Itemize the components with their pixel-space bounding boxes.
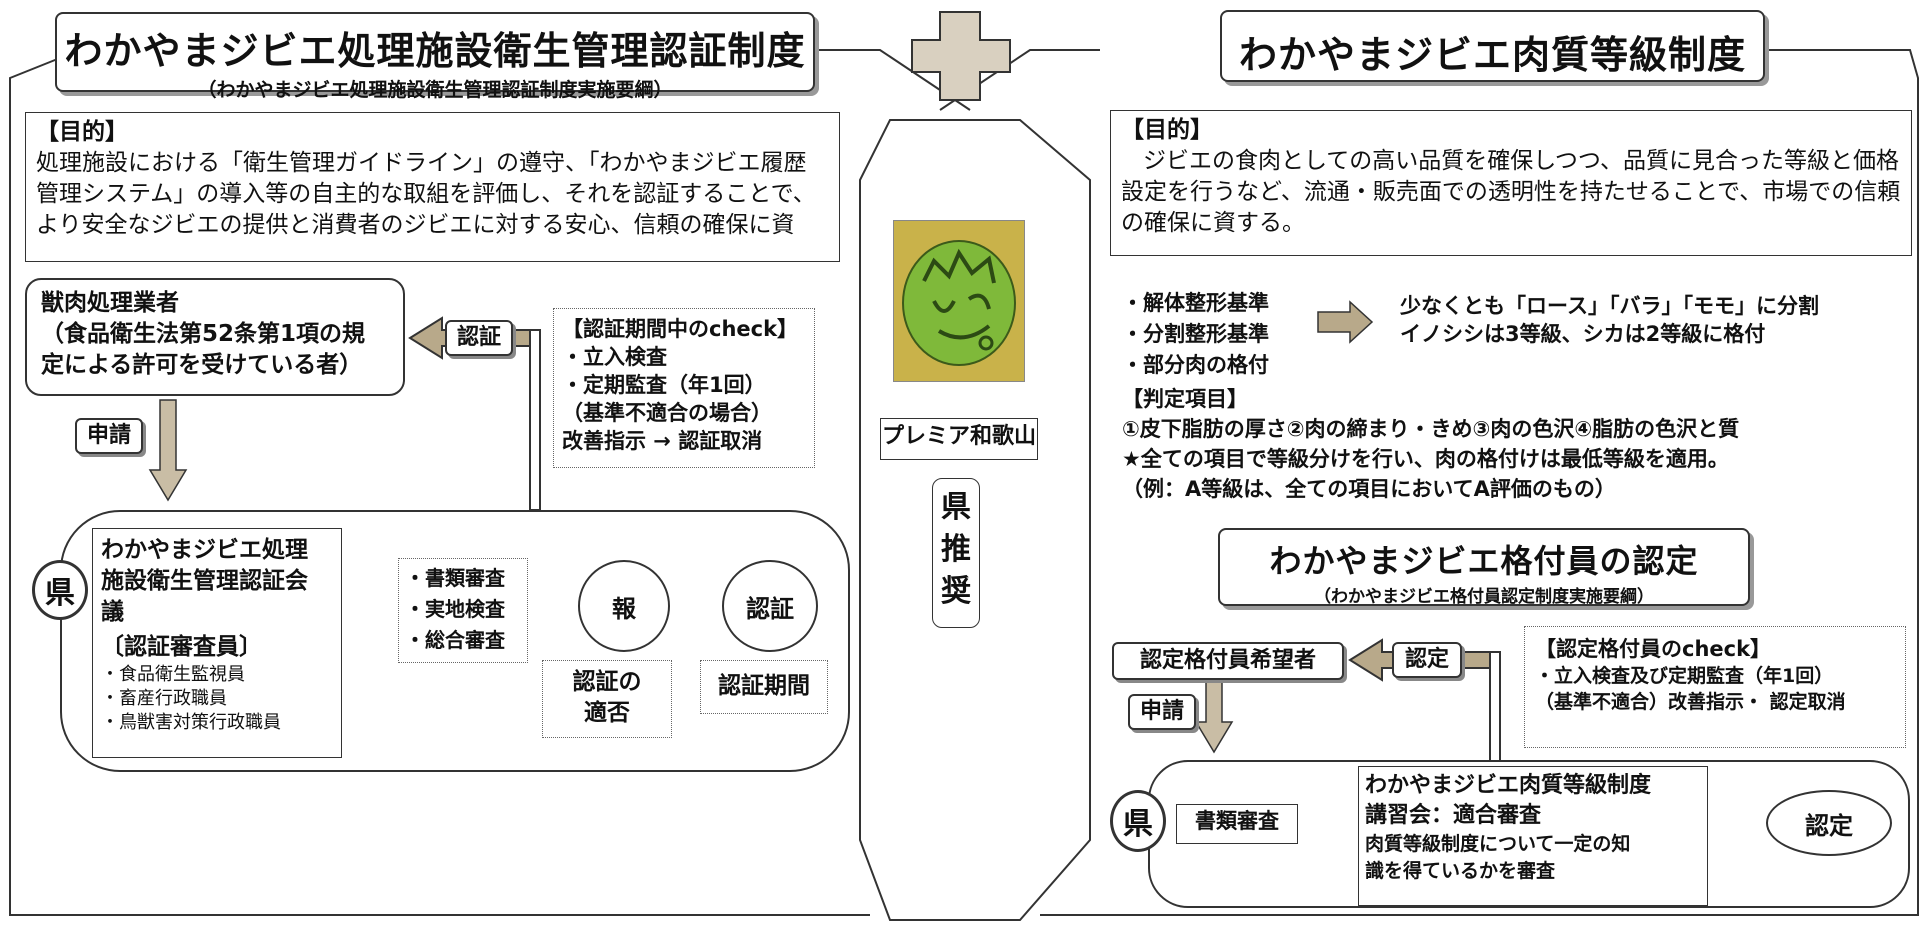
course-line-3: 肉質等級制度について一定の知 [1365,833,1631,855]
standard-3: ・部分肉の格付 [1122,353,1269,377]
review-box: ・書類審査 ・実地検査 ・総合審査 [398,558,528,663]
grader-title-box: わかやまジビエ格付員の認定 （わかやまジビエ格付員認定制度実施要綱） [1218,528,1750,607]
apply-arrow [148,399,188,502]
recommend-char-1: 県 [941,490,971,525]
standards-result-2: イノシシは3等級、シカは2等級に格付 [1400,322,1766,346]
judge-line-1: ①皮下脂肪の厚さ②肉の締まり・きめ③肉の色沢④脂肪の色沢と質 [1122,417,1740,441]
right-check-line-2: （基準不適合）改善指示・ 認定取消 [1535,691,1846,713]
grader-apply-arrow [1194,679,1234,754]
brand-logo [893,220,1025,382]
grader-subtitle: （わかやまジビエ格付員認定制度実施要綱） [1314,587,1654,607]
operator-box: 獣肉処理業者 （食品衛生法第52条第1項の規 定による許可を受けている者） [25,278,405,396]
recommend-char-2: 推 [941,532,971,567]
right-purpose-heading: 【目的】 [1121,117,1213,143]
examiner-3: ・鳥獣害対策行政職員 [101,712,281,733]
right-purpose-box: 【目的】 ジビエの食肉としての高い品質を確保しつつ、品質に見合った等級と価格 設… [1110,110,1912,256]
review-item-1: ・書類審査 [405,566,505,590]
left-check-line-2: ・定期監査（年1回） [562,373,766,397]
grader-certify-label: 認定 [1392,642,1462,678]
standards-list: ・解体整形基準 ・分割整形基準 ・部分肉の格付 [1122,288,1312,381]
suitability-box: 認証の 適否 [542,660,672,738]
review-item-2: ・実地検査 [405,597,505,621]
right-purpose-line-1: ジビエの食肉としての高い品質を確保しつつ、品質に見合った等級と価格 [1143,148,1900,174]
left-title-box: わかやまジビエ処理施設衛生管理認証制度 （わかやまジビエ処理施設衛生管理認証制度… [55,12,815,101]
operator-line-2: 定による許可を受けている者） [41,352,363,378]
council-line-2: 施設衛生管理認証会 [101,568,308,594]
left-purpose-line-2: 管理システム」の導入等の自主的な取組を評価し、それを認証することで、 [36,181,816,207]
left-check-box: 【認証期間中のcheck】 ・立入検査 ・定期監査（年1回） （基準不適合の場合… [553,308,815,468]
right-purpose-line-3: の確保に資する。 [1121,210,1305,236]
right-pref-circle: 県 [1110,790,1166,852]
grader-title: わかやまジビエ格付員の認定 [1269,542,1699,580]
standard-1: ・解体整形基準 [1122,291,1269,315]
right-check-box: 【認定格付員のcheck】 ・立入検査及び定期監査（年1回） （基準不適合）改善… [1524,626,1906,748]
standards-arrow [1317,300,1374,344]
left-check-line-3: （基準不適合の場合） [562,401,772,425]
recommend-char-3: 奨 [941,574,971,609]
standard-2: ・分割整形基準 [1122,322,1269,346]
right-purpose-line-2: 設定を行うなど、流通・販売面での透明性を持たせることで、市場での信頼 [1121,179,1901,205]
right-check-heading: 【認定格付員のcheck】 [1535,637,1772,661]
right-check-line-1: ・立入検査及び定期監査（年1回） [1535,665,1834,687]
left-check-line-4: 改善指示 → 認証取消 [562,429,763,453]
left-pref-circle: 県 [32,560,88,620]
judge-heading: 【判定項目】 [1122,387,1248,411]
certify-label: 認証 [445,320,513,356]
examiner-2: ・畜産行政職員 [101,688,227,709]
review-item-3: ・総合審査 [405,628,505,652]
course-line-2: 講習会：適合審査 [1365,803,1542,828]
course-line-4: 識を得ているかを審査 [1365,860,1556,882]
council-line-1: わかやまジビエ処理 [101,537,308,563]
grader-result-oval: 認定 [1766,790,1892,856]
operator-title: 獣肉処理業者 [41,290,179,316]
course-box: わかやまジビエ肉質等級制度 講習会：適合審査 肉質等級制度について一定の知 識を… [1358,766,1708,906]
grader-apply-label: 申請 [1128,694,1196,730]
examiners-heading: 〔認証審査員〕 [101,634,262,660]
left-check-line-1: ・立入検査 [562,345,667,369]
judge-line-2: ★全ての項目で等級分けを行い、肉の格付けは最低等級を適用。 [1122,447,1729,471]
period-box: 認証期間 [700,660,828,714]
certify-circle: 認証 [722,560,818,652]
left-title: わかやまジビエ処理施設衛生管理認証制度 [64,29,806,73]
left-purpose-heading: 【目的】 [36,119,128,145]
standards-result: 少なくとも「ロース」「バラ」「モモ」に分割 イノシシは3等級、シカは2等級に格付 [1400,292,1900,348]
council-box: わかやまジビエ処理 施設衛生管理認証会 議 〔認証審査員〕 ・食品衛生監視員 ・… [92,528,342,758]
report-circle: 報 [578,560,670,652]
grader-certify-line [1489,651,1501,763]
left-purpose-line-1: 処理施設における「衛生管理ガイドライン」の遵守、「わかやまジビエ履歴 [36,150,807,176]
right-title-box: わかやまジビエ肉質等級制度 [1220,10,1765,82]
standards-result-1: 少なくとも「ロース」「バラ」「モモ」に分割 [1400,294,1819,318]
examiner-1: ・食品衛生監視員 [101,664,245,685]
right-title: わかやまジビエ肉質等級制度 [1238,33,1746,77]
suitability-line-1: 認証の [572,669,642,695]
apply-label: 申請 [75,418,143,454]
period-label: 認証期間 [718,673,810,699]
suitability-line-2: 適否 [584,700,630,726]
council-line-3: 議 [101,599,124,625]
judge-section: 【判定項目】 ①皮下脂肪の厚さ②肉の締まり・きめ③肉の色沢④脂肪の色沢と質 ★全… [1122,384,1912,504]
judge-line-3: （例：A等級は、全ての項目においてA評価のもの） [1122,477,1616,501]
brand-name: プレミア和歌山 [881,424,1036,449]
doc-review-label: 書類審査 [1195,809,1279,833]
course-line-1: わかやまジビエ肉質等級制度 [1365,773,1652,798]
left-purpose-line-3: より安全なジビエの提供と消費者のジビエに対する安心、信頼の確保に資 [36,212,795,238]
operator-line-1: （食品衛生法第52条第1項の規 [41,321,366,347]
left-purpose-box: 【目的】 処理施設における「衛生管理ガイドライン」の遵守、「わかやまジビエ履歴 … [25,112,840,262]
left-subtitle: （わかやまジビエ処理施設衛生管理認証制度実施要綱） [197,79,673,101]
brand-name-box: プレミア和歌山 [880,418,1038,460]
logo-icon [902,240,1016,366]
left-check-heading: 【認証期間中のcheck】 [562,317,799,341]
doc-review-box: 書類審査 [1176,804,1298,844]
recommend-box: 県 推 奨 [932,478,980,628]
applicant-label: 認定格付員希望者 [1112,642,1344,680]
